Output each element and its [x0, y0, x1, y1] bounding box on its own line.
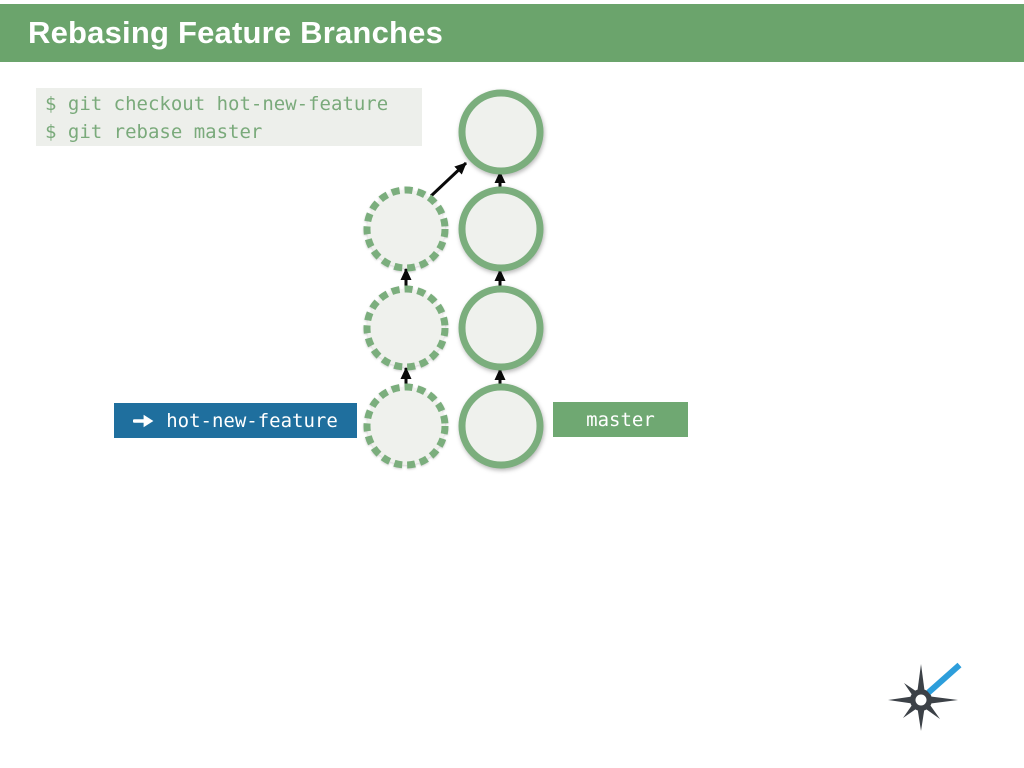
commit-node-dashed [363, 285, 449, 371]
code-line-rebase: $ git rebase master [45, 121, 263, 143]
commit-node-solid [458, 89, 544, 175]
terminal-code-block: $ git checkout hot-new-feature $ git reb… [36, 88, 422, 146]
arrow-right-icon [133, 414, 154, 427]
spark-blue-ray [926, 662, 962, 695]
spark-star [888, 662, 962, 731]
commit-arrow [429, 161, 468, 198]
commit-arrows [400, 161, 506, 387]
branch-label-hot-new-feature: hot-new-feature [114, 403, 357, 438]
slide-header-bar: Rebasing Feature Branches [0, 4, 1024, 62]
branch-label-master: master [553, 402, 688, 437]
branch-label-text: hot-new-feature [166, 409, 338, 432]
commit-node-dashed [363, 186, 449, 272]
commit-node-dashed [363, 383, 449, 469]
commit-node-solid [458, 383, 544, 469]
commit-node-solid [458, 186, 544, 272]
branch-label-text: master [586, 408, 655, 431]
commit-node-solid [458, 285, 544, 371]
slide-title: Rebasing Feature Branches [28, 15, 444, 50]
spark-logo-icon [888, 662, 962, 731]
commit-nodes [363, 89, 544, 469]
code-line-checkout: $ git checkout hot-new-feature [45, 93, 389, 115]
